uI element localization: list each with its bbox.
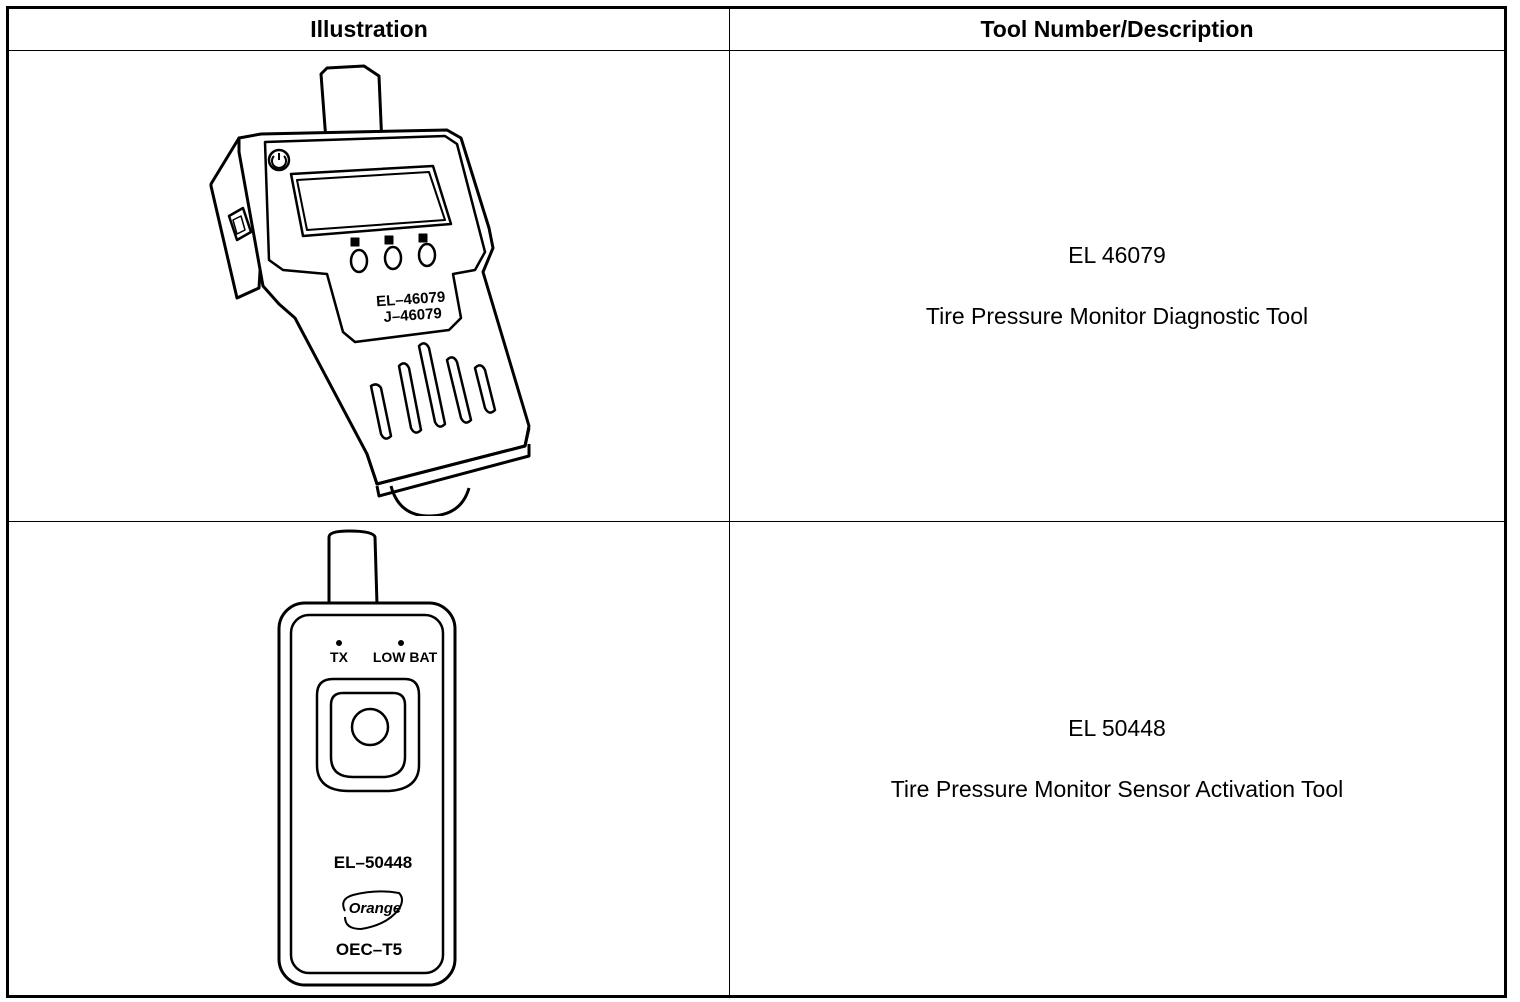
description-cell: EL 46079 Tire Pressure Monitor Diagnosti… xyxy=(729,50,1506,522)
diagnostic-tool-illustration: EL–46079 J–46079 xyxy=(209,64,531,516)
illustration-cell: EL–46079 J–46079 xyxy=(7,50,730,522)
special-tools-table: Illustration Tool Number/Description xyxy=(6,6,1507,998)
activation-tool-part-label: OEC–T5 xyxy=(336,940,402,959)
table-header-row: Illustration Tool Number/Description xyxy=(7,7,1506,51)
tool-number: EL 46079 xyxy=(1068,242,1166,268)
diagnostic-tool-label-el: EL–46079 xyxy=(376,289,446,311)
illustration-cell: TX LOW BAT EL–50448 Orange OEC–T5 xyxy=(7,521,730,997)
header-tool-description: Tool Number/Description xyxy=(729,7,1506,51)
diagnostic-tool-label-j: J–46079 xyxy=(383,305,442,326)
activation-tool-illustration: TX LOW BAT EL–50448 Orange OEC–T5 xyxy=(277,529,457,986)
table-row: EL–46079 J–46079 EL 46079 Tire Pressure … xyxy=(7,50,1506,522)
tool-description: Tire Pressure Monitor Sensor Activation … xyxy=(890,775,1344,802)
tool-description: Tire Pressure Monitor Diagnostic Tool xyxy=(925,303,1309,329)
table-row: TX LOW BAT EL–50448 Orange OEC–T5 EL 504… xyxy=(7,521,1506,997)
header-illustration: Illustration xyxy=(7,7,730,51)
tool-number: EL 50448 xyxy=(1068,714,1166,741)
activation-tool-model-label: EL–50448 xyxy=(334,853,412,872)
led-label-tx: TX xyxy=(330,649,349,665)
led-label-low-bat: LOW BAT xyxy=(373,649,438,665)
brand-logo-text: Orange xyxy=(349,900,402,917)
description-cell: EL 50448 Tire Pressure Monitor Sensor Ac… xyxy=(729,521,1506,997)
